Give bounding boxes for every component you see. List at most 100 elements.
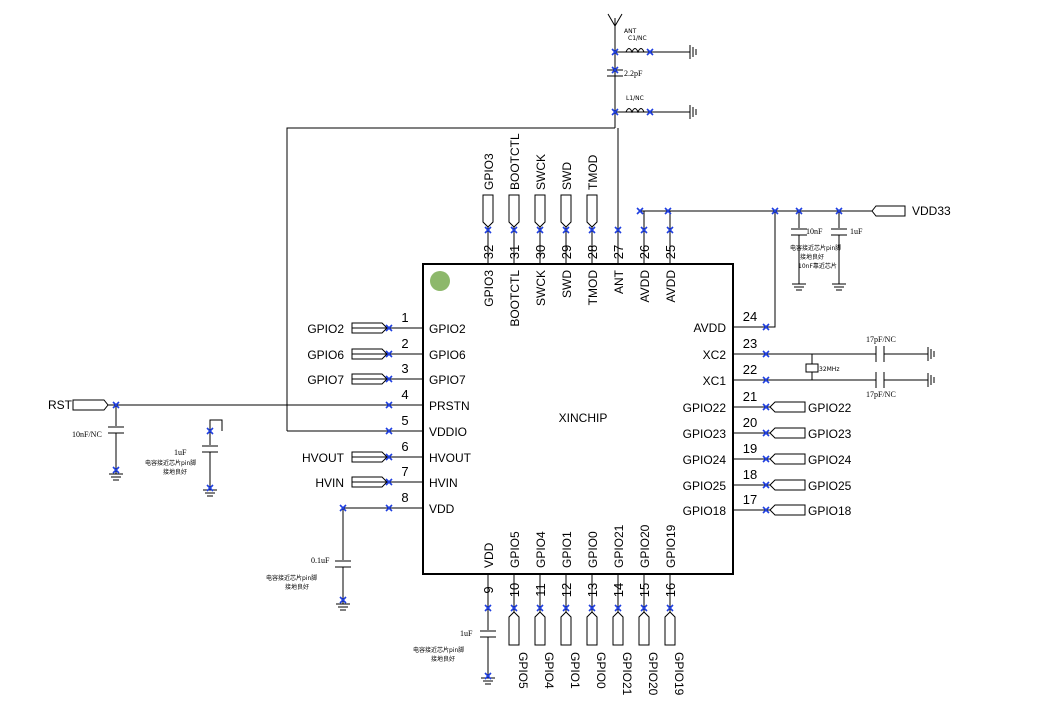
pin-number-26: 26 bbox=[637, 245, 652, 259]
net-port-gpio22[interactable] bbox=[769, 401, 806, 413]
pin-name-12: GPIO1 bbox=[560, 531, 574, 568]
pin-name-27: ANT bbox=[612, 269, 626, 294]
net-port-gpio25[interactable] bbox=[769, 479, 806, 491]
net-port-gpio19[interactable] bbox=[664, 611, 676, 646]
rst-label: RST bbox=[48, 398, 73, 412]
pin-number-17: 17 bbox=[743, 492, 757, 507]
vdd9-cap-value: 1uF bbox=[460, 629, 473, 638]
pin-name-10: GPIO5 bbox=[508, 531, 522, 568]
pin-name-19: GPIO24 bbox=[683, 453, 727, 467]
pin-number-13: 13 bbox=[585, 583, 600, 597]
net-label-gpio5: GPIO5 bbox=[516, 652, 530, 689]
net-port-gpio20[interactable] bbox=[638, 611, 650, 646]
net-label-swck: SWCK bbox=[534, 154, 548, 190]
rst-port[interactable] bbox=[72, 399, 109, 411]
net-port-bootctl[interactable] bbox=[508, 194, 520, 228]
ant-inductor-label: L1/NC bbox=[626, 95, 644, 102]
net-label-gpio6: GPIO6 bbox=[307, 348, 344, 362]
pin-name-24: AVDD bbox=[694, 321, 727, 335]
pin-number-7: 7 bbox=[401, 464, 408, 479]
net-port-tmod[interactable] bbox=[586, 194, 598, 228]
net-port-swd[interactable] bbox=[560, 194, 572, 228]
avdd-note-2: 接地良好 bbox=[800, 253, 824, 261]
avdd-cap-1u-value: 1uF bbox=[850, 227, 863, 236]
avdd-cap-10n-value: 10nF bbox=[806, 227, 823, 236]
pin-name-25: AVDD bbox=[664, 270, 678, 303]
net-label-tmod: TMOD bbox=[586, 154, 600, 190]
net-label-swd: SWD bbox=[560, 162, 574, 190]
net-port-swck[interactable] bbox=[534, 194, 546, 228]
pin-number-15: 15 bbox=[637, 583, 652, 597]
vddio-cap-note-1: 电容接近芯片pin脚 bbox=[145, 459, 196, 467]
pin-name-9: VDD bbox=[482, 542, 496, 568]
pin-name-31: BOOTCTL bbox=[508, 270, 522, 327]
pin-number-3: 3 bbox=[401, 361, 408, 376]
net-label-gpio7: GPIO7 bbox=[307, 373, 344, 387]
vdd8-cap-note-1: 电容接近芯片pin脚 bbox=[266, 574, 317, 582]
net-label-hvout: HVOUT bbox=[302, 451, 345, 465]
net-label-gpio3: GPIO3 bbox=[482, 153, 496, 190]
pin-name-23: XC2 bbox=[703, 348, 727, 362]
net-label-gpio18: GPIO18 bbox=[808, 504, 852, 518]
net-port-gpio21[interactable] bbox=[612, 611, 624, 646]
vdd8-cap-value: 0.1uF bbox=[311, 556, 330, 565]
pin-name-28: TMOD bbox=[586, 270, 600, 306]
pin-number-25: 25 bbox=[663, 245, 678, 259]
pin-name-1: GPIO2 bbox=[429, 322, 466, 336]
net-port-gpio23[interactable] bbox=[769, 427, 806, 439]
vdd33-port[interactable] bbox=[871, 205, 906, 217]
vdd9-cap-note-2: 接地良好 bbox=[431, 655, 455, 663]
net-label-gpio24: GPIO24 bbox=[808, 453, 852, 467]
pin-number-18: 18 bbox=[743, 467, 757, 482]
pin-name-16: GPIO19 bbox=[664, 524, 678, 568]
pin-name-3: GPIO7 bbox=[429, 373, 466, 387]
pin-number-8: 8 bbox=[401, 490, 408, 505]
net-label-gpio21: GPIO21 bbox=[620, 652, 634, 696]
xc1-cap-value: 17pF/NC bbox=[866, 390, 896, 399]
net-port-gpio4[interactable] bbox=[534, 611, 546, 646]
rst-cap-value: 10nF/NC bbox=[72, 430, 102, 439]
net-port-gpio18[interactable] bbox=[769, 504, 806, 516]
vddio-cap-value: 1uF bbox=[174, 448, 187, 457]
pin-number-12: 12 bbox=[559, 583, 574, 597]
pin-name-30: SWCK bbox=[534, 270, 548, 306]
net-port-gpio1[interactable] bbox=[560, 611, 572, 646]
vdd33-label: VDD33 bbox=[912, 204, 951, 218]
vdd8-cap-note-2: 接地良好 bbox=[285, 583, 309, 591]
vdd9-cap-note-1: 电容接近芯片pin脚 bbox=[413, 646, 464, 654]
pin-number-4: 4 bbox=[401, 387, 408, 402]
net-port-gpio5[interactable] bbox=[508, 611, 520, 646]
pin-name-22: XC1 bbox=[703, 374, 727, 388]
net-port-gpio24[interactable] bbox=[769, 453, 806, 465]
pin-number-22: 22 bbox=[743, 362, 757, 377]
net-label-bootctl: BOOTCTL bbox=[508, 133, 522, 190]
pin-number-28: 28 bbox=[585, 245, 600, 259]
pin-number-14: 14 bbox=[611, 583, 626, 597]
junction-markers bbox=[112, 48, 843, 680]
pin-number-31: 31 bbox=[507, 245, 522, 259]
pin-number-20: 20 bbox=[743, 415, 757, 430]
pin-name-8: VDD bbox=[429, 502, 455, 516]
pin-name-14: GPIO21 bbox=[612, 524, 626, 568]
net-label-gpio23: GPIO23 bbox=[808, 427, 852, 441]
pin-number-30: 30 bbox=[533, 245, 548, 259]
net-label-gpio20: GPIO20 bbox=[646, 652, 660, 696]
pin-number-32: 32 bbox=[481, 245, 496, 259]
pin-name-32: GPIO3 bbox=[482, 270, 496, 307]
xc2-cap-value: 17pF/NC bbox=[866, 335, 896, 344]
net-port-gpio0[interactable] bbox=[586, 611, 598, 646]
pin-name-7: HVIN bbox=[429, 476, 458, 490]
pin-number-1: 1 bbox=[401, 310, 408, 325]
net-label-gpio0: GPIO0 bbox=[594, 652, 608, 689]
pin-name-21: GPIO22 bbox=[683, 401, 727, 415]
pin-number-10: 10 bbox=[507, 583, 522, 597]
pin-number-23: 23 bbox=[743, 336, 757, 351]
ant-net-label: ANT bbox=[624, 28, 637, 35]
pin-name-18: GPIO25 bbox=[683, 479, 727, 493]
vddio-cap-note-2: 接地良好 bbox=[163, 468, 187, 476]
net-port-gpio3[interactable] bbox=[482, 194, 494, 228]
net-label-gpio1: GPIO1 bbox=[568, 652, 582, 689]
pin-number-2: 2 bbox=[401, 336, 408, 351]
ant-shunt-cap-label: C1/NC bbox=[628, 35, 647, 42]
